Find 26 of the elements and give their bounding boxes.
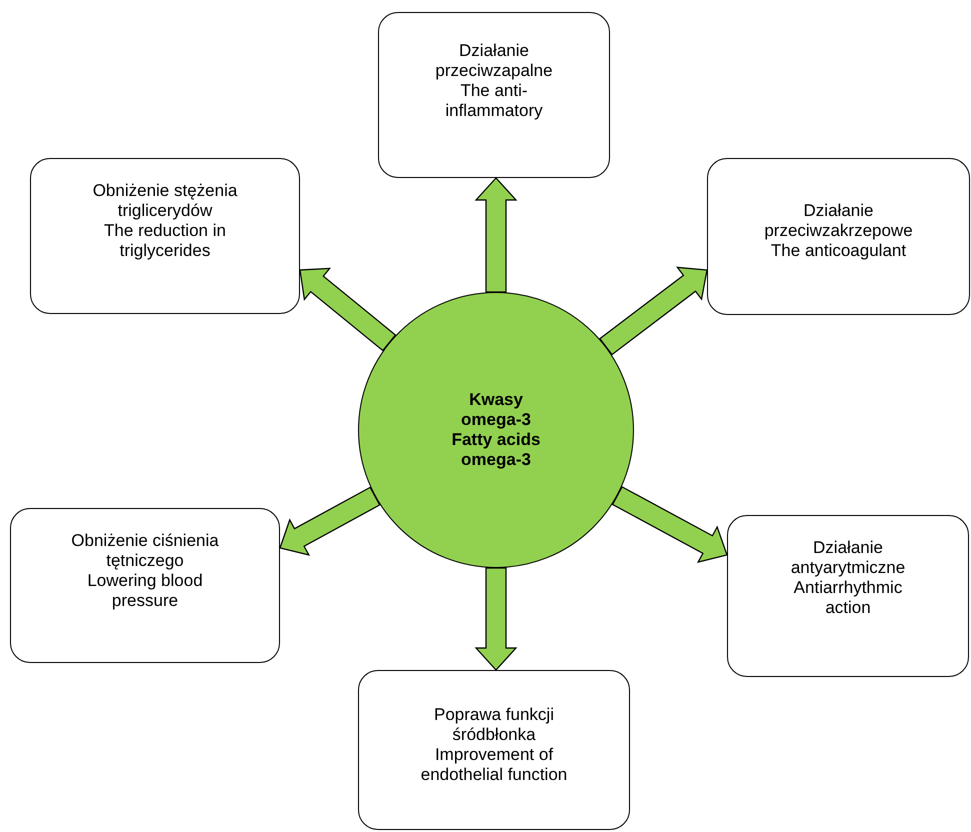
- effect-label: Działanie przeciwzakrzepowe: [763, 201, 914, 241]
- effect-label: Działanie antyarytmiczne: [790, 538, 906, 578]
- effect-label: Obniżenie stężenia triglicerydów: [92, 181, 238, 221]
- effect-label: Obniżenie ciśnienia tętniczego: [70, 531, 220, 571]
- center-label: Kwasy omega-3: [460, 390, 532, 430]
- effect-box: [727, 515, 969, 677]
- effect-label: Lowering blood pressure: [86, 571, 204, 611]
- effect-label: Działanie przeciwzapalne: [434, 41, 554, 81]
- block-arrow: [299, 268, 396, 352]
- effect-label: Antiarrhythmic action: [792, 578, 904, 618]
- effect-label: Improvement of endothelial function: [420, 745, 568, 785]
- block-arrow: [474, 177, 518, 293]
- effect-box: [30, 158, 300, 314]
- block-arrow: [279, 486, 380, 556]
- effect-label: The reduction in triglycerides: [103, 221, 227, 261]
- effect-box: [378, 12, 610, 178]
- block-arrow: [474, 567, 518, 671]
- effect-box: [707, 158, 970, 315]
- effect-label: The anti-inflammatory: [444, 81, 544, 121]
- effect-label: The anticoagulant: [770, 241, 908, 261]
- effect-label: Poprawa funkcji śródbłonka: [432, 705, 555, 745]
- effect-box: [10, 508, 280, 663]
- center-label: Fatty acids omega-3: [450, 430, 542, 470]
- block-arrow: [612, 486, 728, 564]
- effect-box: [358, 670, 630, 830]
- block-arrow: [599, 266, 708, 356]
